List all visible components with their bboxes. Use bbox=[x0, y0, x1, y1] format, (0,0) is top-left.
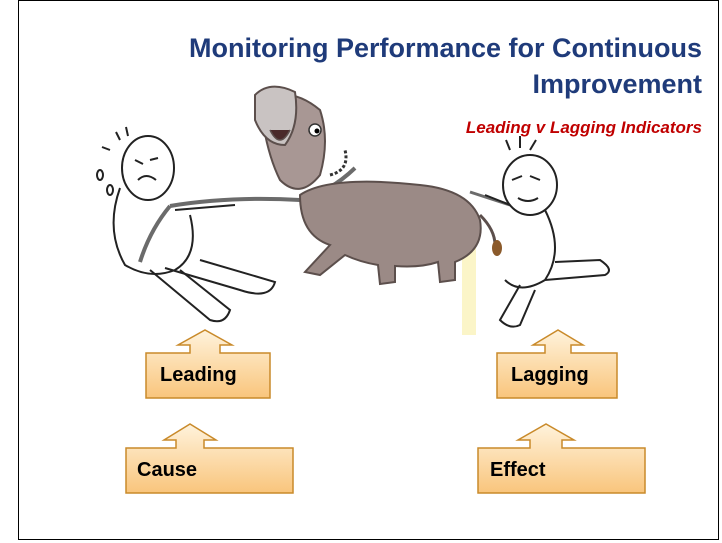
arrow-up-box-icon bbox=[125, 329, 646, 494]
leading-label: Leading bbox=[160, 364, 237, 386]
person-pulling-right-icon bbox=[484, 136, 610, 328]
effect-label: Effect bbox=[490, 459, 546, 481]
person-pulling-left-icon bbox=[96, 126, 277, 323]
donkey-icon bbox=[254, 85, 502, 286]
lagging-label: Lagging bbox=[511, 364, 589, 386]
page-subtitle: Leading v Lagging Indicators bbox=[465, 118, 702, 137]
page-title: Monitoring Performance for Continuous Im… bbox=[189, 33, 702, 99]
cause-label: Cause bbox=[137, 459, 198, 481]
